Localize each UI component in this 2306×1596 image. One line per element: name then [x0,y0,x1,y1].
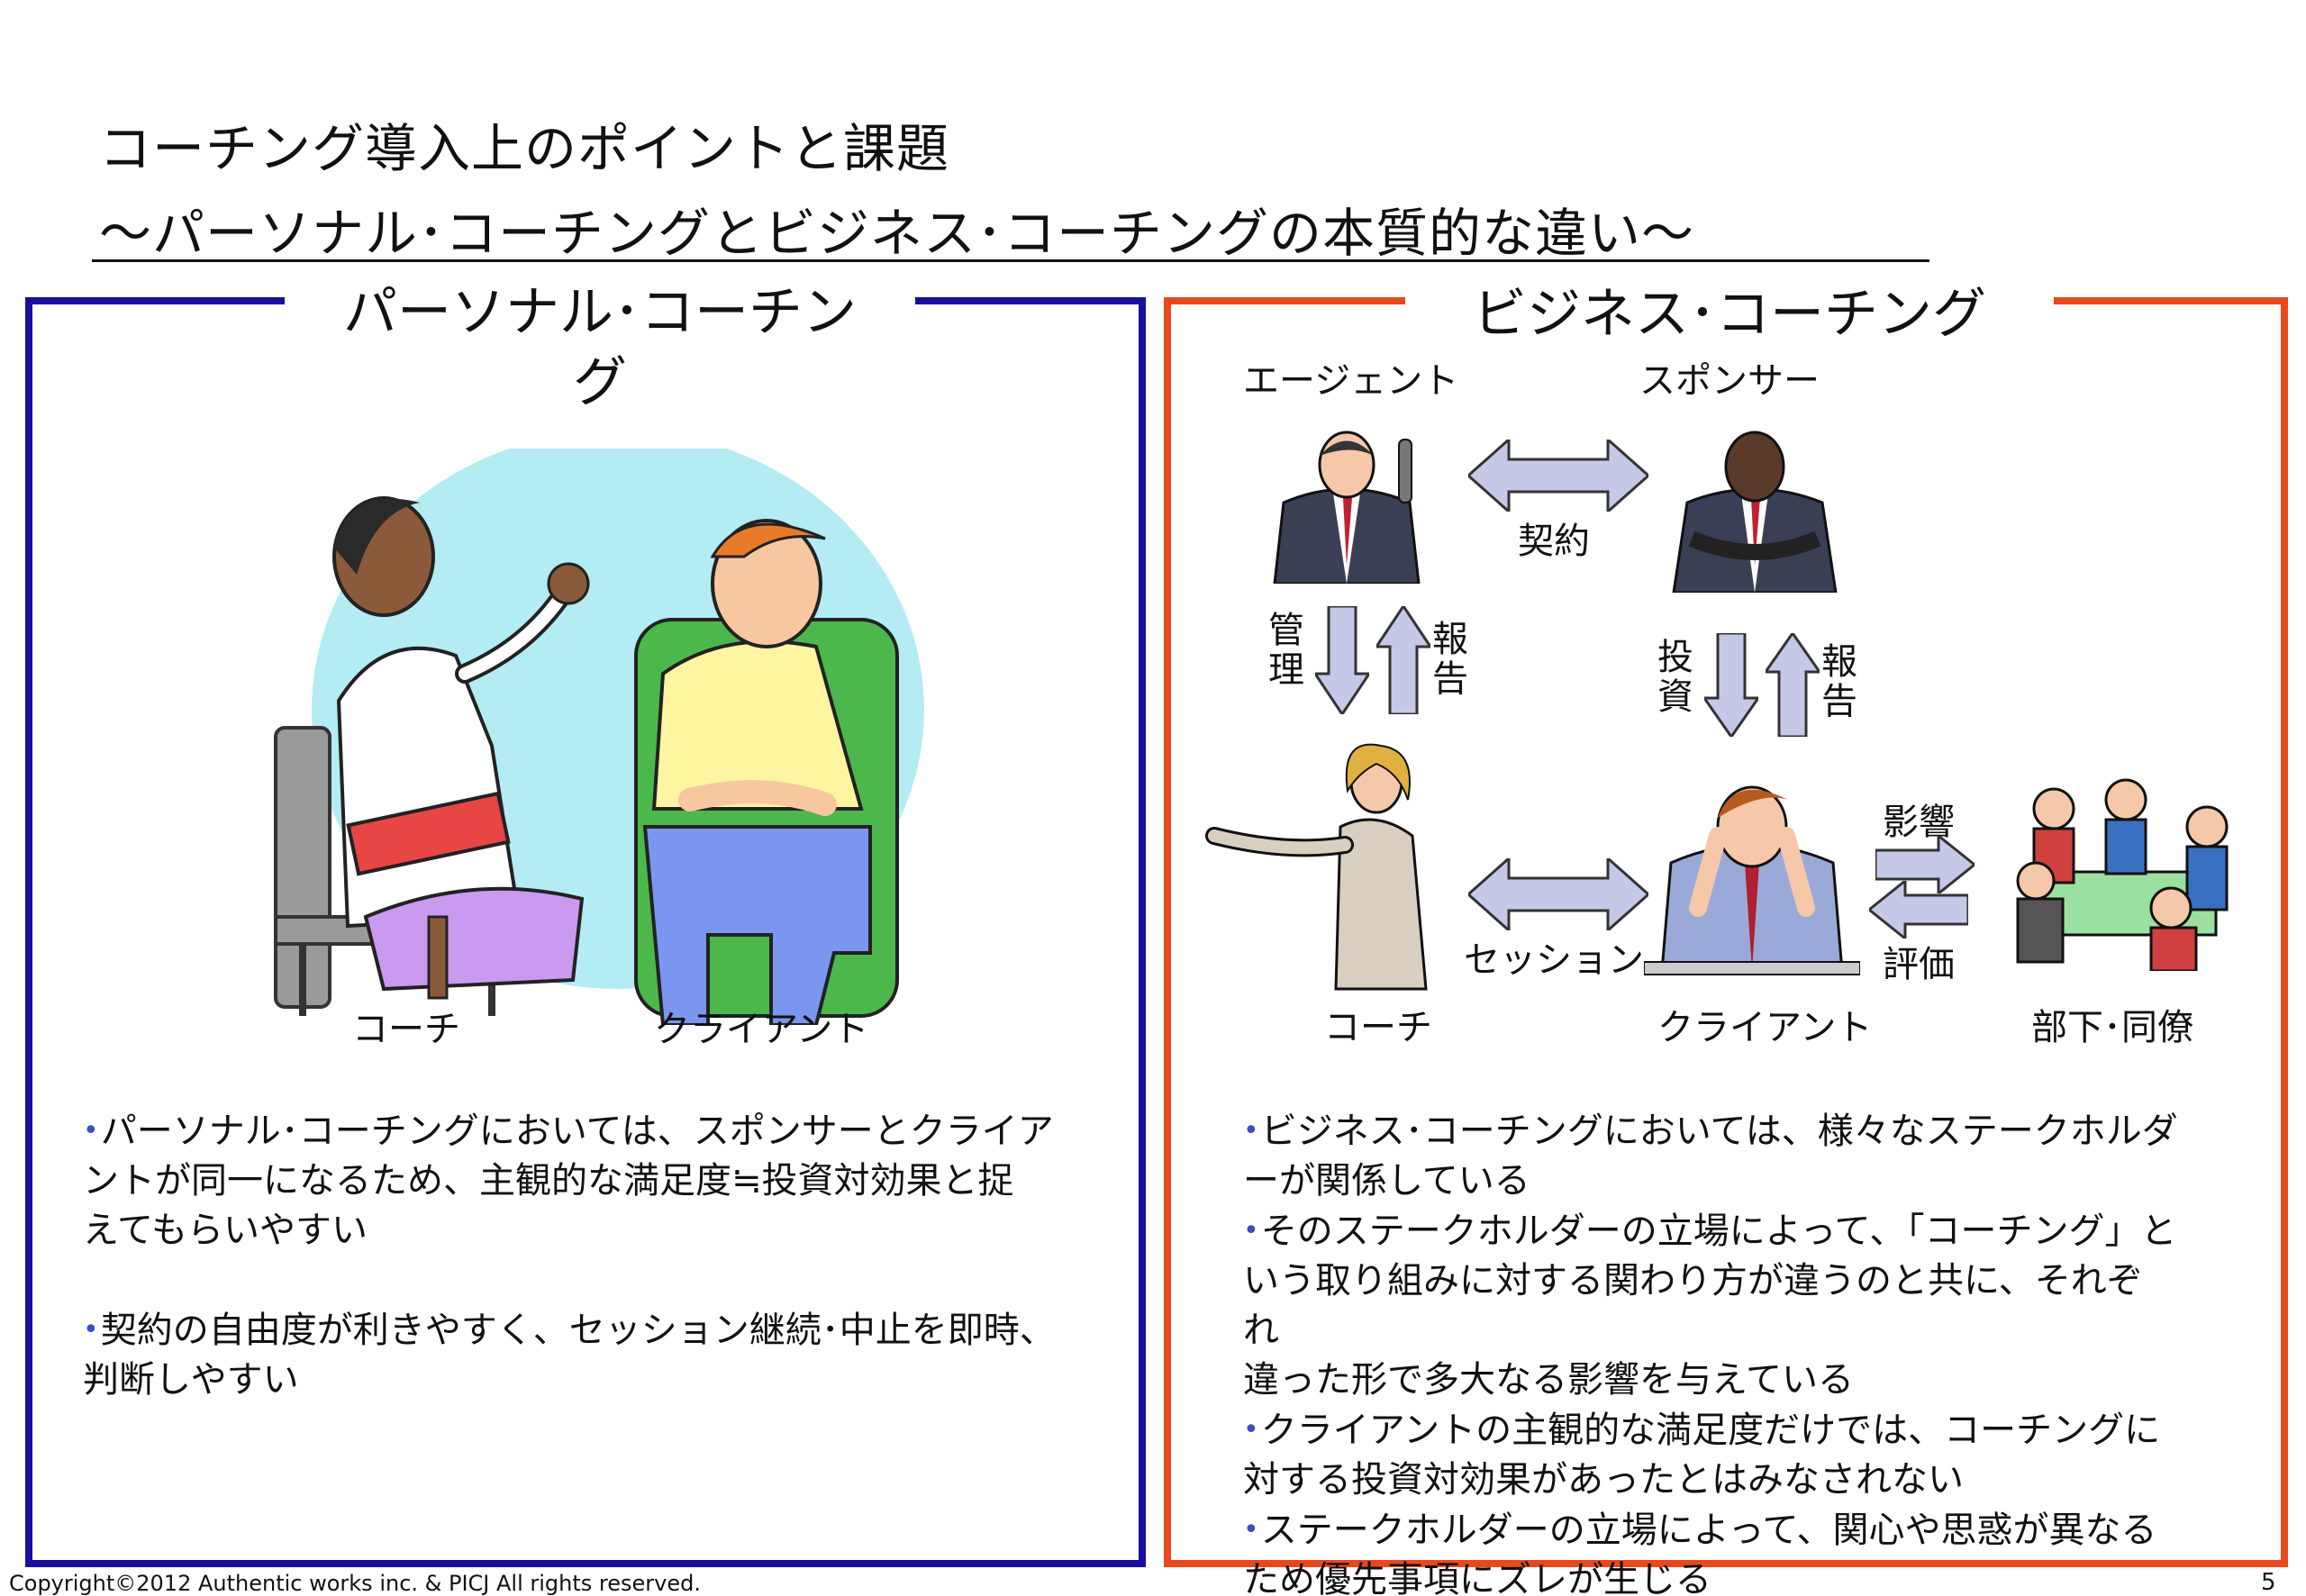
bullet: 契約の自由度が利きやすく、セッション継続･中止を即時、 [83,1305,1146,1356]
copyright-footer: Copyright©2012 Authentic works inc. & PI… [9,1571,701,1596]
slide-subtitle: ～パーソナル･コーチングとビジネス･コーチングの本質的な違い～ [99,203,1695,264]
business-coaching-bullets: ビジネス･コーチングにおいては、様々なステークホルダ ーが関係している そのステ… [1243,1106,2270,1596]
invest-down-arrow [1704,633,1758,737]
coach-client-illustration [274,449,924,1025]
invest-label: 投 資 [1657,637,1693,718]
influence-right-arrow [1875,836,1975,893]
personal-coaching-panel: パーソナル･コーチン グ コーチ クライアント パーソナル･コーチングにおいては… [25,277,1146,1567]
report-label-left: 報 告 [1432,619,1468,700]
report-up-arrow-right [1766,633,1820,737]
bullet: ステークホルダーの立場によって、関心や思惑が異なる [1243,1505,2270,1555]
coach-figure [1205,743,1428,991]
subordinates-label: 部下･同僚 [2031,1007,2193,1048]
report-label-right: 報 告 [1821,641,1857,722]
slide-title: コーチング導入上のポイントと課題 [99,118,950,179]
session-label: セッション [1464,939,1644,981]
client-figure [1644,785,1860,975]
sponsor-label: スポンサー [1639,360,1820,402]
coach-label: コーチ [352,1009,460,1050]
title-underline [92,259,1929,262]
client-label: クライアント [654,1009,869,1050]
influence-label: 影響 [1883,802,1955,843]
evaluation-left-arrow [1869,881,1968,939]
bullet: ビジネス･コーチングにおいては、様々なステークホルダ [1243,1106,2270,1156]
manage-label: 管 理 [1268,610,1304,691]
subordinates-group-figure [2016,778,2229,971]
right-coach-label: コーチ [1324,1007,1432,1048]
bullet: パーソナル･コーチングにおいては、スポンサーとクライア [83,1106,1146,1156]
contract-double-arrow [1468,440,1648,512]
bullet: そのステークホルダーの立場によって､「コーチング」と [1243,1206,2270,1256]
sponsor-figure [1672,431,1838,593]
agent-figure [1273,431,1421,584]
session-double-arrow [1468,858,1648,930]
agent-label: エージェント [1243,360,1459,402]
report-up-arrow-left [1376,606,1430,714]
manage-down-arrow [1315,606,1369,714]
evaluation-label: 評価 [1883,944,1955,985]
page-number: 5 [2261,1569,2276,1596]
business-coaching-panel: ビジネス･コーチング エージェント スポンサー 契約 管 理 報 告 投 [1164,279,2288,1596]
personal-coaching-title: パーソナル･コーチン グ [285,277,915,418]
contract-label: 契約 [1518,521,1590,562]
bullet: クライアントの主観的な満足度だけでは、コーチングに [1243,1405,2270,1455]
right-client-label: クライアント [1657,1007,1873,1048]
business-coaching-title: ビジネス･コーチング [1405,279,2054,349]
personal-coaching-bullets: パーソナル･コーチングにおいては、スポンサーとクライア ントが同一になるため、主… [83,1106,1146,1405]
